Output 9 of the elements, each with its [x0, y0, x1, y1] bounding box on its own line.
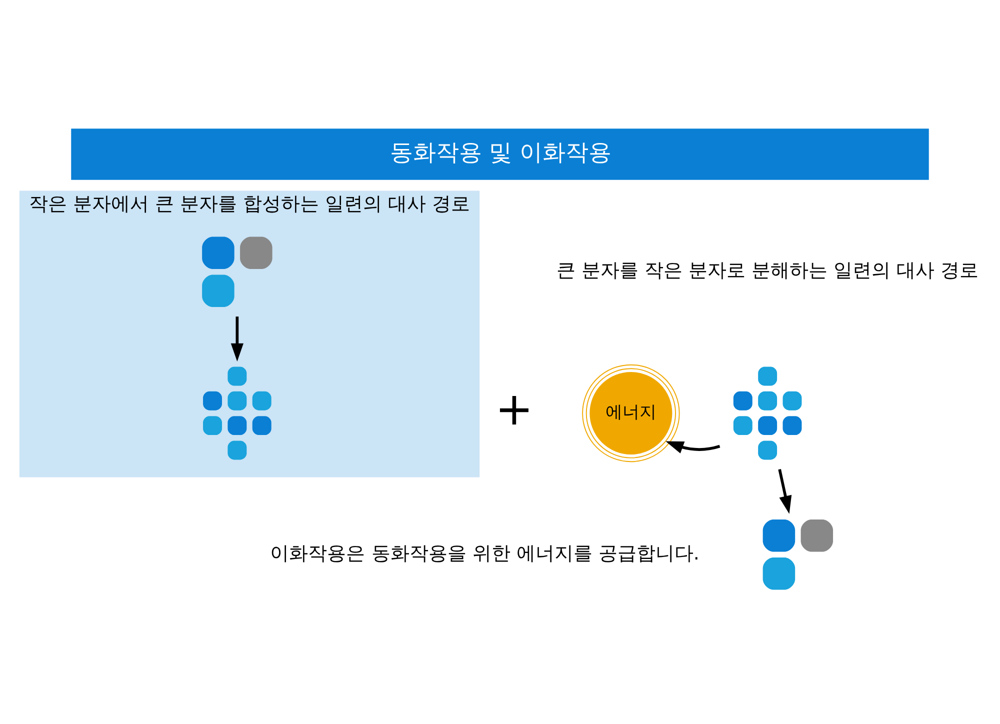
diagram-title: 동화작용 및 이화작용 [390, 140, 612, 166]
node-circle: 에너지 [582, 364, 680, 462]
label: 이화작용은 동화작용을 위한 에너지를 공급합니다. [270, 542, 700, 564]
arrow [230, 316, 244, 362]
label: 큰 분자를 작은 분자로 분해하는 일련의 대사 경로 [556, 260, 979, 282]
arrow [778, 469, 792, 514]
arrow [666, 441, 720, 454]
label: + [495, 382, 534, 436]
cluster: 작은 분자에서 큰 분자를 합성하는 일련의 대사 경로 [19, 190, 480, 478]
